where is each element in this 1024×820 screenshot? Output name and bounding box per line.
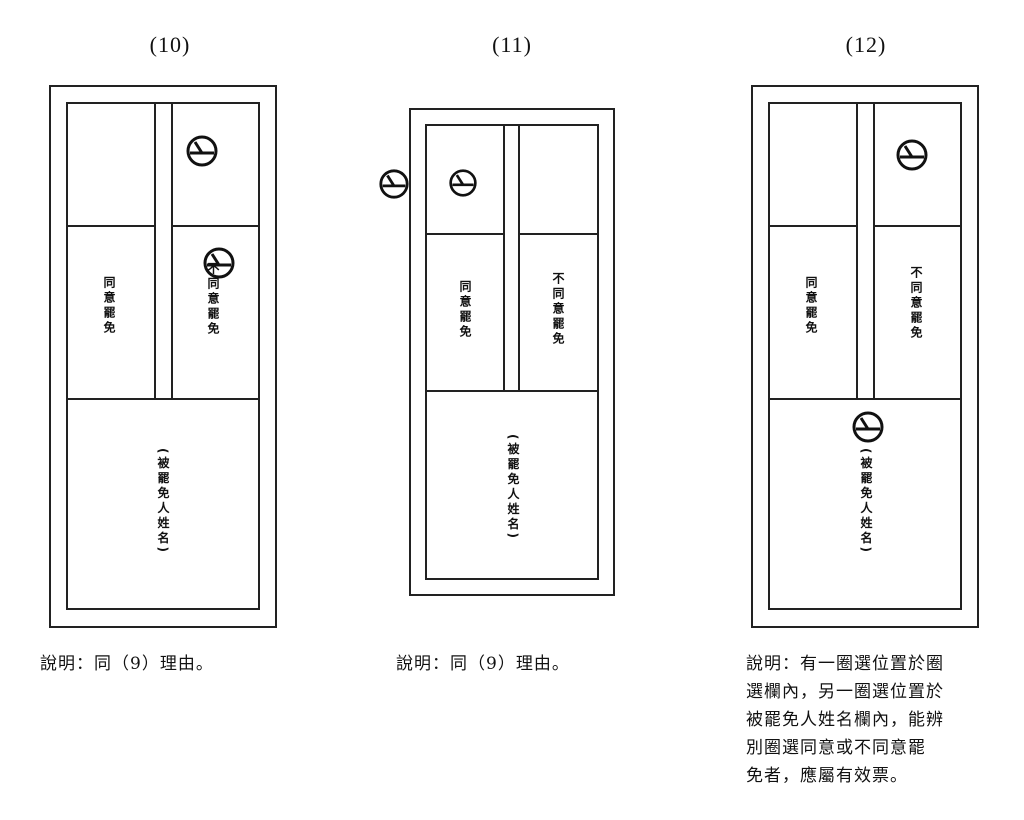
column-divider	[171, 102, 173, 400]
agree-recall-label: 同意罷免	[458, 280, 472, 340]
row-divider	[425, 390, 599, 392]
column-divider	[154, 102, 156, 400]
ballot-stamp-icon	[448, 168, 478, 198]
ballot-outer-frame	[751, 85, 979, 628]
agree-recall-label: 同意罷免	[804, 276, 818, 336]
column-divider	[856, 102, 858, 400]
ballot-inner-frame	[66, 102, 260, 610]
panel-title: (12)	[845, 32, 887, 57]
caption-block: 說明：有一圈選位置於圈 選欄內，另一圈選位置於 被罷免人姓名欄內，能辨 別圈選同…	[746, 650, 944, 790]
row-divider	[425, 233, 505, 235]
disagree-recall-label: 不同意罷免	[909, 266, 923, 341]
ballot-stamp-icon	[378, 168, 410, 200]
row-divider	[66, 225, 156, 227]
caption: 說明：同（9）理由。	[40, 654, 214, 674]
ballot-stamp-icon	[185, 134, 219, 168]
recallee-name-label: (被罷免人姓名)	[156, 448, 170, 555]
ballot-outer-frame	[409, 108, 615, 596]
row-divider	[66, 398, 260, 400]
row-divider	[768, 398, 962, 400]
ballot-stamp-icon	[895, 138, 929, 172]
agree-recall-label: 同意罷免	[102, 276, 116, 336]
ballot-inner-frame	[425, 124, 599, 580]
column-divider	[518, 124, 520, 392]
recallee-name-label: (被罷免人姓名)	[859, 448, 873, 555]
caption-line: 選欄內，另一圈選位置於	[746, 682, 944, 702]
row-divider	[768, 225, 858, 227]
panel-title: (11)	[492, 32, 532, 57]
ballot-stamp-icon	[202, 246, 236, 280]
column-divider	[503, 124, 505, 392]
disagree-recall-label: 不同意罷免	[551, 272, 565, 347]
ballot-outer-frame	[49, 85, 277, 628]
disagree-recall-label: 不同意罷免	[206, 262, 220, 337]
row-divider	[518, 233, 599, 235]
panel-title: (10)	[149, 32, 191, 57]
recallee-name-label: (被罷免人姓名)	[506, 434, 520, 541]
caption-line: 說明：有一圈選位置於圈	[746, 654, 944, 674]
caption-line: 免者，應屬有效票。	[746, 766, 908, 786]
caption-line: 被罷免人姓名欄內，能辨	[746, 710, 944, 730]
caption: 說明：同（9）理由。	[396, 654, 570, 674]
row-divider	[873, 225, 962, 227]
ballot-inner-frame	[768, 102, 962, 610]
column-divider	[873, 102, 875, 400]
caption-line: 別圈選同意或不同意罷	[746, 738, 926, 758]
ballot-stamp-icon	[851, 410, 885, 444]
row-divider	[171, 225, 260, 227]
